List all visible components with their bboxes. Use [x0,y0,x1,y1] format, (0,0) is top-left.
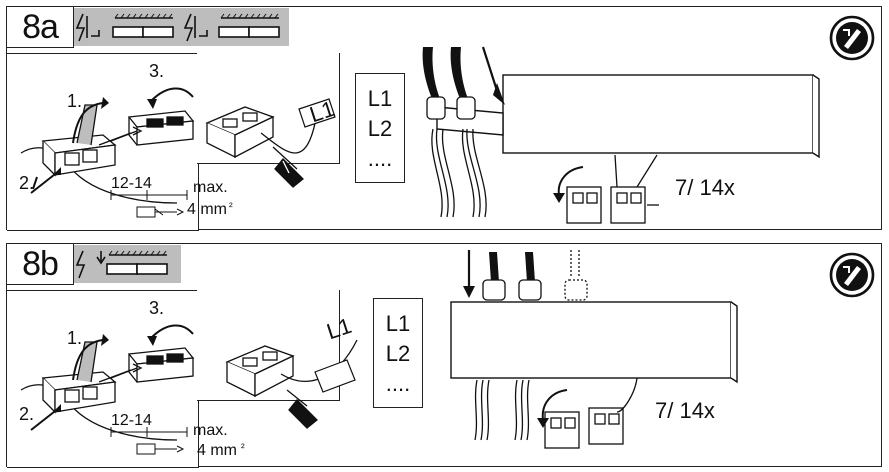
count-label: 7/ 14x [655,398,715,423]
phase-list: L1 L2 .... [373,298,423,408]
step-number: 8b [7,244,74,285]
count-label: 7/ 14x [675,175,735,200]
panel-8b: 8b [6,243,882,468]
device-illustration [450,250,738,449]
device-illustration [422,46,820,224]
electrician-icon [829,252,875,298]
strip-length-label: 12-14 [111,412,152,429]
phase-list-item: .... [367,146,393,171]
step-number: 8a [7,7,74,48]
panel-8a: 8a [6,6,882,231]
step-1-label: 1. [67,91,83,111]
phase-list-item: L2 [385,341,411,366]
phase-list-item: L2 [367,116,393,141]
size-sq-mark: ² [229,201,233,213]
power-off-icon [75,13,280,42]
step-3-label: 3. [149,298,165,318]
size-sq-mark: ² [241,442,245,454]
step-2-label: 2. [19,404,35,424]
power-off-icon [75,250,168,279]
electrician-icon [829,15,875,61]
max-label: max. [193,179,228,196]
connector-diagram [20,324,358,455]
max-label: max. [193,422,228,439]
phase-list-item: .... [385,371,411,396]
step-3-label: 3. [149,61,165,81]
phase-list-item: L1 [385,311,411,336]
size-label: 4 mm [197,442,237,459]
step-2-label: 2. [19,173,35,193]
size-label: 4 mm [187,201,227,218]
strip-length-label: 12-14 [111,175,152,192]
step-1-label: 1. [67,328,83,348]
phase-list-item: L1 [367,86,393,111]
phase-list: L1 L2 .... [355,73,405,183]
connector-diagram [20,87,336,218]
